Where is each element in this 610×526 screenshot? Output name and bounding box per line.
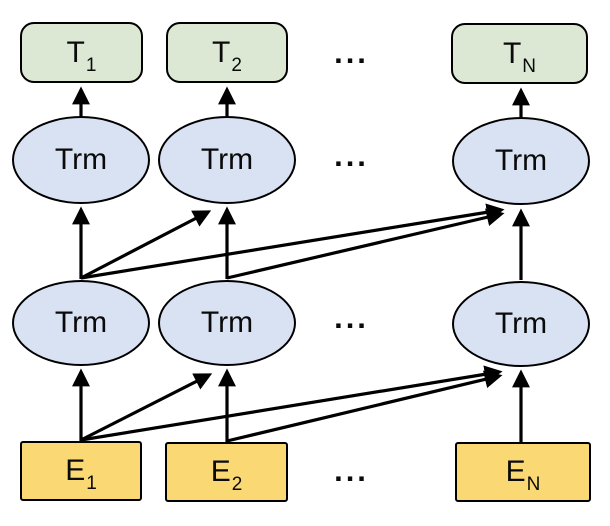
ellipsis-inputs: ... xyxy=(334,453,369,488)
output-box-t1: T1 xyxy=(20,22,143,83)
lower-trm-1-label: Trm xyxy=(54,306,108,339)
input-label-e1: E1 xyxy=(65,454,97,494)
upper-trm-2-label: Trm xyxy=(200,143,254,176)
upper-trm-n-label: Trm xyxy=(494,144,548,177)
ellipsis-upper-trm: ... xyxy=(334,138,369,173)
input-label-e2: E2 xyxy=(210,455,243,495)
ellipsis-outputs: ... xyxy=(334,35,369,70)
output-label-tn: TN xyxy=(502,36,537,77)
input-box-e2: E2 xyxy=(165,442,288,502)
arrow-e1-lowtrmn xyxy=(80,365,503,442)
upper-trm-n: Trm xyxy=(452,117,590,205)
output-box-t2: T2 xyxy=(166,22,288,83)
arrow-e2-lowtrmn xyxy=(226,370,503,443)
lower-trm-n: Trm xyxy=(452,281,590,367)
output-label-t2: T2 xyxy=(212,35,242,76)
lower-trm-1: Trm xyxy=(12,280,150,366)
output-label-t1: T1 xyxy=(66,35,97,76)
upper-trm-2: Trm xyxy=(158,116,296,204)
input-box-en: EN xyxy=(455,442,591,502)
arrow-e1-lowtrm2 xyxy=(80,373,213,442)
arrow-lowtrm1-uptrmn xyxy=(80,203,505,280)
arrow-lowtrm2-uptrmn xyxy=(226,208,505,280)
upper-trm-1: Trm xyxy=(12,116,150,204)
arrow-lowtrm1-uptrm2 xyxy=(80,210,212,280)
upper-trm-1-label: Trm xyxy=(54,143,108,176)
lower-trm-n-label: Trm xyxy=(494,307,548,340)
ellipsis-lower-trm: ... xyxy=(334,300,369,335)
lower-trm-2: Trm xyxy=(158,280,296,366)
lower-trm-2-label: Trm xyxy=(200,306,254,339)
output-box-tn: TN xyxy=(451,23,588,84)
input-label-en: EN xyxy=(505,455,541,495)
input-box-e1: E1 xyxy=(20,441,142,501)
